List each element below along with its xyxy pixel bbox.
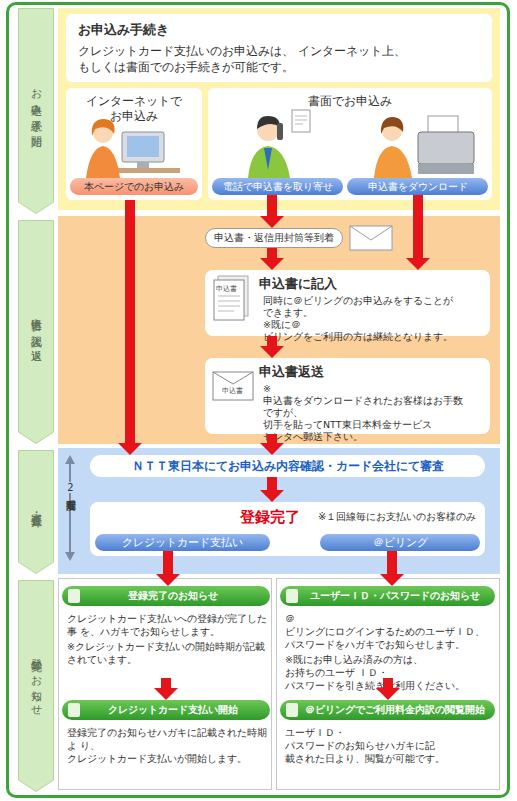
step-band: 登録完了のお知らせ (18, 580, 54, 792)
registration-box: 登録完了 ※１回線毎にお支払いのお客様のみクレジットカード支払い ＠ビリング (90, 502, 485, 556)
bracket-line (69, 460, 71, 556)
node-heading: 書面でお申込み (208, 94, 492, 109)
node-text: ※申込書をダウンロードされたお客様はお手数 ですが、切手を貼ってNTT東日本料金… (259, 383, 468, 443)
node-heading: ＠ビリングでご利用料金内訳の閲覧開始 (280, 700, 495, 720)
arrow-head (154, 688, 178, 700)
arrow-head (260, 216, 284, 228)
process-box: 申込書返送※申込書をダウンロードされたお客様はお手数 ですが、切手を貼ってNTT… (205, 358, 490, 434)
notice-box: ＠ビリングでご利用料金内訳の閲覧開始ユーザＩＤ・パスワードのお知らせハガキに記 … (280, 700, 495, 784)
node-heading: 申込書をダウンロード (347, 178, 488, 195)
arrow-shaft (267, 248, 277, 258)
arrow-head (156, 574, 180, 586)
step-band: お申込み手続き開始 (18, 8, 54, 214)
node-heading: 申込書・返信用封筒等到着 (206, 229, 342, 247)
flow-arrow (118, 200, 142, 455)
node-heading: お申込み手続き開始 (18, 8, 54, 202)
arrow-head (380, 574, 404, 586)
flow-arrow (154, 678, 178, 700)
duration-label: 2週間程度 (63, 482, 77, 493)
method-box: 書面でお申込み電話で申込書を取り寄せ申込書をダウンロード (208, 88, 492, 200)
arrow-shaft (161, 678, 171, 688)
band-arrow (19, 451, 54, 574)
node-text: ※１回線毎にお支払いのお客様のみ (318, 510, 476, 524)
span-bracket (65, 455, 75, 561)
node-text: ※既に＠ビリングをご利用の方は継続となります。 (259, 319, 484, 343)
arrow-head (260, 490, 284, 502)
arrow-shaft (413, 195, 423, 258)
step-band: 申込書に記入後、返送 (18, 220, 54, 444)
node-heading: 審査・登録 (18, 450, 54, 562)
notice-box: クレジットカード支払い開始登録完了のお知らせハガキに記載された時期よ り、クレジ… (62, 700, 270, 784)
step-band: 審査・登録 (18, 450, 54, 574)
node-text: 同時に＠ビリングのお申込みをすることが できます。 (259, 295, 468, 319)
method-tag: 申込書をダウンロード (347, 178, 488, 195)
node-text: クレジットカード支払いのお申込みは、 インターネット上、もしくは書面でのお手続き… (78, 43, 418, 75)
flow-arrow (406, 195, 430, 270)
flow-arrow (260, 248, 284, 270)
icon-label: 申込書 (222, 387, 243, 395)
arrow-head (406, 258, 430, 270)
envelope-icon (350, 226, 392, 250)
band-arrow (19, 9, 54, 214)
node-heading: 申込書返送 (259, 364, 484, 380)
node-heading: 電話で申込書を取り寄せ (212, 178, 343, 195)
band-shape (18, 450, 54, 574)
method-box: インターネットで お申込み本ページでのお申込み (66, 88, 202, 200)
node-heading: お申込み手続き (78, 21, 480, 38)
node-text: 登録完了のお知らせハガキに記載された時期よ り、クレジットカード支払いが開始しま… (67, 726, 269, 765)
envelope-flap (350, 226, 392, 240)
review-bar: ＮＴＴ東日本にてお申込み内容確認・カード会社にて審査 (90, 455, 485, 477)
node-heading: 申込書に記入 (259, 276, 484, 292)
bracket-head (65, 552, 75, 561)
node-heading: 登録完了のお知らせ (62, 586, 270, 606)
node-heading: 登録完了 (240, 507, 300, 527)
icon-label: 申込書 (216, 285, 237, 293)
arrow-head (260, 258, 284, 270)
bracket-head (65, 455, 75, 464)
notice-box: ユーザーＩＤ・パスワードのお知らせ ＠ビリングにログインするためのユーザＩＤ、 パ… (280, 586, 495, 678)
node-heading: インターネットで お申込み (66, 94, 202, 124)
node-text: ※既にお申し込み済みの方は、お持ちのユーザ ＩＤ・パスワードを引き続きご利用くだ… (285, 653, 487, 692)
arrival-box: 申込書・返信用封筒等到着 (205, 228, 343, 248)
node-text: ユーザＩＤ・パスワードのお知らせハガキに記 載された日より、閲覧が可能です。 (285, 726, 487, 765)
envelope (350, 226, 392, 250)
process-box: 申込書に記入同時に＠ビリングのお申込みをすることが できます。※既に＠ビリングを… (205, 270, 490, 336)
method-tag: 本ページでのお申込み (70, 178, 198, 195)
arrow-head (118, 443, 142, 455)
band-arrow (19, 581, 54, 792)
node-heading: ユーザーＩＤ・パスワードのお知らせ (280, 586, 495, 606)
arrow-shaft (267, 477, 277, 490)
method-tag: ＠ビリング (320, 534, 480, 551)
method-tag: クレジットカード支払い (95, 534, 270, 551)
notice-box: 登録完了のお知らせクレジットカード支払いへの登録が完了した事 を、ハガキでお知ら… (62, 586, 270, 678)
node-heading: 申込書に記入後、返送 (18, 220, 54, 432)
node-heading: ＠ビリング (320, 534, 480, 551)
node-heading: クレジットカード支払い開始 (62, 700, 270, 720)
node-heading: クレジットカード支払い (95, 534, 270, 551)
flow-arrow (156, 551, 180, 586)
node-text: クレジットカード支払いへの登録が完了した事 を、ハガキでお知らせします。 (67, 612, 269, 638)
arrow-head (260, 443, 284, 455)
node-heading: 本ページでのお申込み (70, 178, 198, 195)
arrow-shaft (125, 200, 135, 443)
arrow-head (260, 346, 284, 358)
intro-box: お申込み手続きクレジットカード支払いのお申込みは、 インターネット上、もしくは書… (66, 14, 492, 82)
node-heading: ＮＴＴ東日本にてお申込み内容確認・カード会社にて審査 (90, 455, 485, 477)
node-heading: 登録完了のお知らせ (18, 580, 54, 780)
band-arrow (19, 221, 54, 444)
node-text: ※クレジットカード支払いの開始時期が記載 されています。 (67, 640, 269, 666)
flow-arrow (380, 551, 404, 586)
node-text: ＠ビリングにログインするためのユーザＩＤ、 パスワードをハガキでお知らせします。 (285, 612, 487, 651)
method-tag: 電話で申込書を取り寄せ (212, 178, 343, 195)
flow-arrow (260, 477, 284, 502)
